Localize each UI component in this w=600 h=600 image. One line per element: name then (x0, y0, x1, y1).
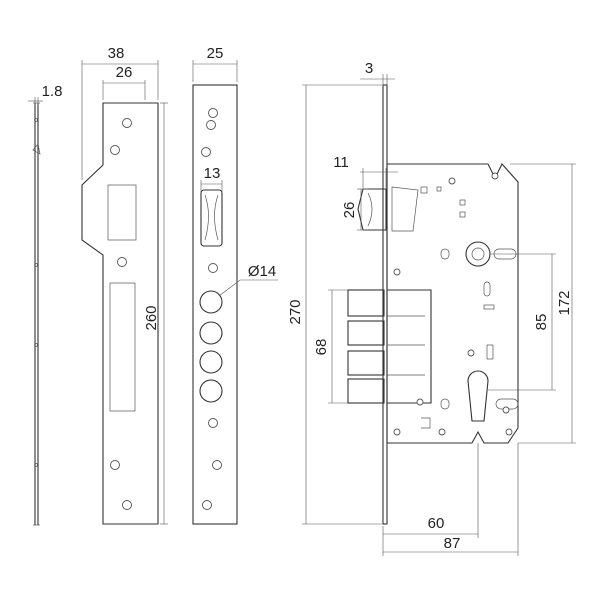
dim-label-68: 68 (313, 339, 330, 356)
dim-label-270: 270 (287, 299, 304, 324)
strike-plate-side-profile (28, 97, 43, 526)
dim-label-260: 260 (143, 305, 160, 330)
face-plate-view (192, 60, 278, 525)
dim-label-3: 3 (365, 60, 373, 77)
lock-body-dimension-lines (302, 74, 576, 556)
dim-label-85: 85 (533, 314, 550, 331)
dim-label-1-8: 1.8 (42, 83, 63, 100)
dim-label-172: 172 (556, 290, 573, 315)
lock-body-view (347, 84, 519, 525)
dim-label-38: 38 (108, 45, 125, 62)
dim-label-13: 13 (204, 165, 221, 182)
dim-label-dia14: Ø14 (248, 263, 276, 280)
dim-label-26-latch: 26 (341, 202, 358, 219)
dim-label-87: 87 (444, 535, 461, 552)
dim-label-26-strike: 26 (116, 64, 133, 81)
dim-label-11: 11 (333, 154, 349, 171)
dim-label-25: 25 (207, 45, 224, 62)
strike-plate-front-view (81, 60, 168, 525)
dim-label-60: 60 (428, 515, 445, 532)
